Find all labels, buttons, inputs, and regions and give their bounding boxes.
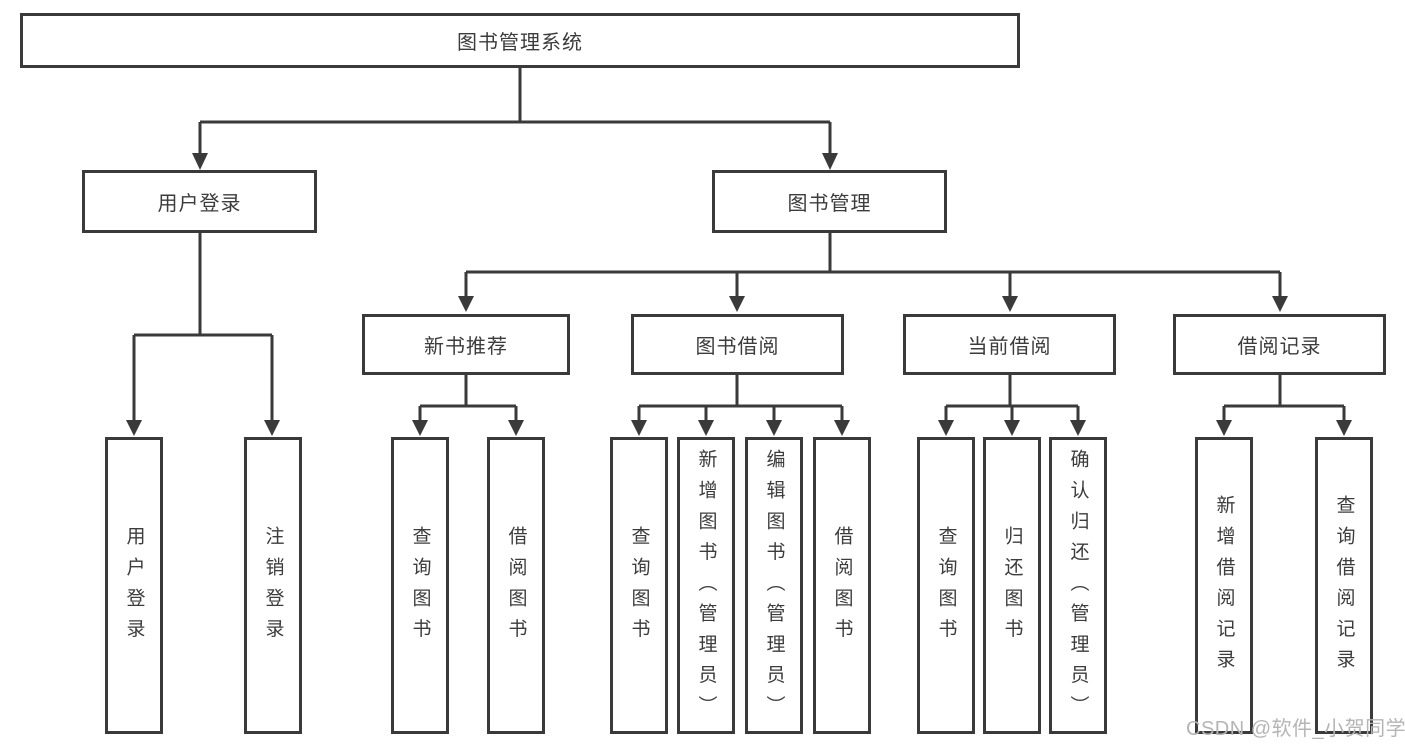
node-leaf-query-books-borrowing: 查询图书 xyxy=(610,437,668,734)
node-book-management: 图书管理 xyxy=(712,170,947,233)
node-root-system: 图书管理系统 xyxy=(20,13,1020,68)
arrowhead-down-icon xyxy=(1216,420,1232,436)
connector-current-to-leaves xyxy=(938,375,1086,436)
arrowhead-down-icon xyxy=(822,153,838,170)
node-borrowing-records: 借阅记录 xyxy=(1173,314,1386,375)
arrowhead-down-icon xyxy=(192,153,208,170)
arrowhead-down-icon xyxy=(938,420,954,436)
connector-borrow-to-leaves xyxy=(631,375,850,436)
connector-root-to-level2 xyxy=(192,68,838,170)
node-leaf-edit-books-admin: 编辑图书（管理员） xyxy=(745,437,803,734)
node-current-borrowing: 当前借阅 xyxy=(903,314,1116,375)
arrowhead-down-icon xyxy=(1272,296,1288,312)
connector-userlogin-to-leaves xyxy=(126,233,280,436)
node-leaf-confirm-return-admin: 确认归还（管理员） xyxy=(1049,437,1107,734)
arrowhead-down-icon xyxy=(412,420,428,436)
connector-records-to-leaves xyxy=(1216,375,1352,436)
node-user-login: 用户登录 xyxy=(82,170,317,233)
arrowhead-down-icon xyxy=(264,420,280,436)
arrowhead-down-icon xyxy=(126,420,142,436)
node-leaf-query-books-recommend: 查询图书 xyxy=(391,437,449,734)
node-book-borrowing: 图书借阅 xyxy=(631,314,844,375)
watermark: CSDN @软件_小贺同学 xyxy=(1186,718,1405,740)
arrowhead-down-icon xyxy=(1070,420,1086,436)
arrowhead-down-icon xyxy=(458,296,474,312)
node-leaf-logout: 注销登录 xyxy=(244,437,302,734)
arrowhead-down-icon xyxy=(834,420,850,436)
node-new-book-recommend: 新书推荐 xyxy=(362,314,570,375)
node-leaf-borrow-books-borrowing: 借阅图书 xyxy=(813,437,871,734)
node-leaf-query-books-current: 查询图书 xyxy=(917,437,975,734)
arrowhead-down-icon xyxy=(698,420,714,436)
connector-newbook-to-leaves xyxy=(412,375,524,436)
node-leaf-user-login: 用户登录 xyxy=(105,437,163,734)
arrowhead-down-icon xyxy=(1004,420,1020,436)
arrowhead-down-icon xyxy=(766,420,782,436)
node-leaf-return-books: 归还图书 xyxy=(983,437,1041,734)
arrowhead-down-icon xyxy=(631,420,647,436)
node-leaf-add-borrow-record: 新增借阅记录 xyxy=(1195,437,1253,734)
connector-bookmgmt-to-level3 xyxy=(458,233,1288,312)
node-leaf-query-borrow-record: 查询借阅记录 xyxy=(1315,437,1373,734)
node-leaf-add-books-admin: 新增图书（管理员） xyxy=(677,437,735,734)
arrowhead-down-icon xyxy=(729,296,745,312)
node-leaf-borrow-books-recommend: 借阅图书 xyxy=(487,437,545,734)
arrowhead-down-icon xyxy=(1002,296,1018,312)
arrowhead-down-icon xyxy=(1336,420,1352,436)
arrowhead-down-icon xyxy=(508,420,524,436)
